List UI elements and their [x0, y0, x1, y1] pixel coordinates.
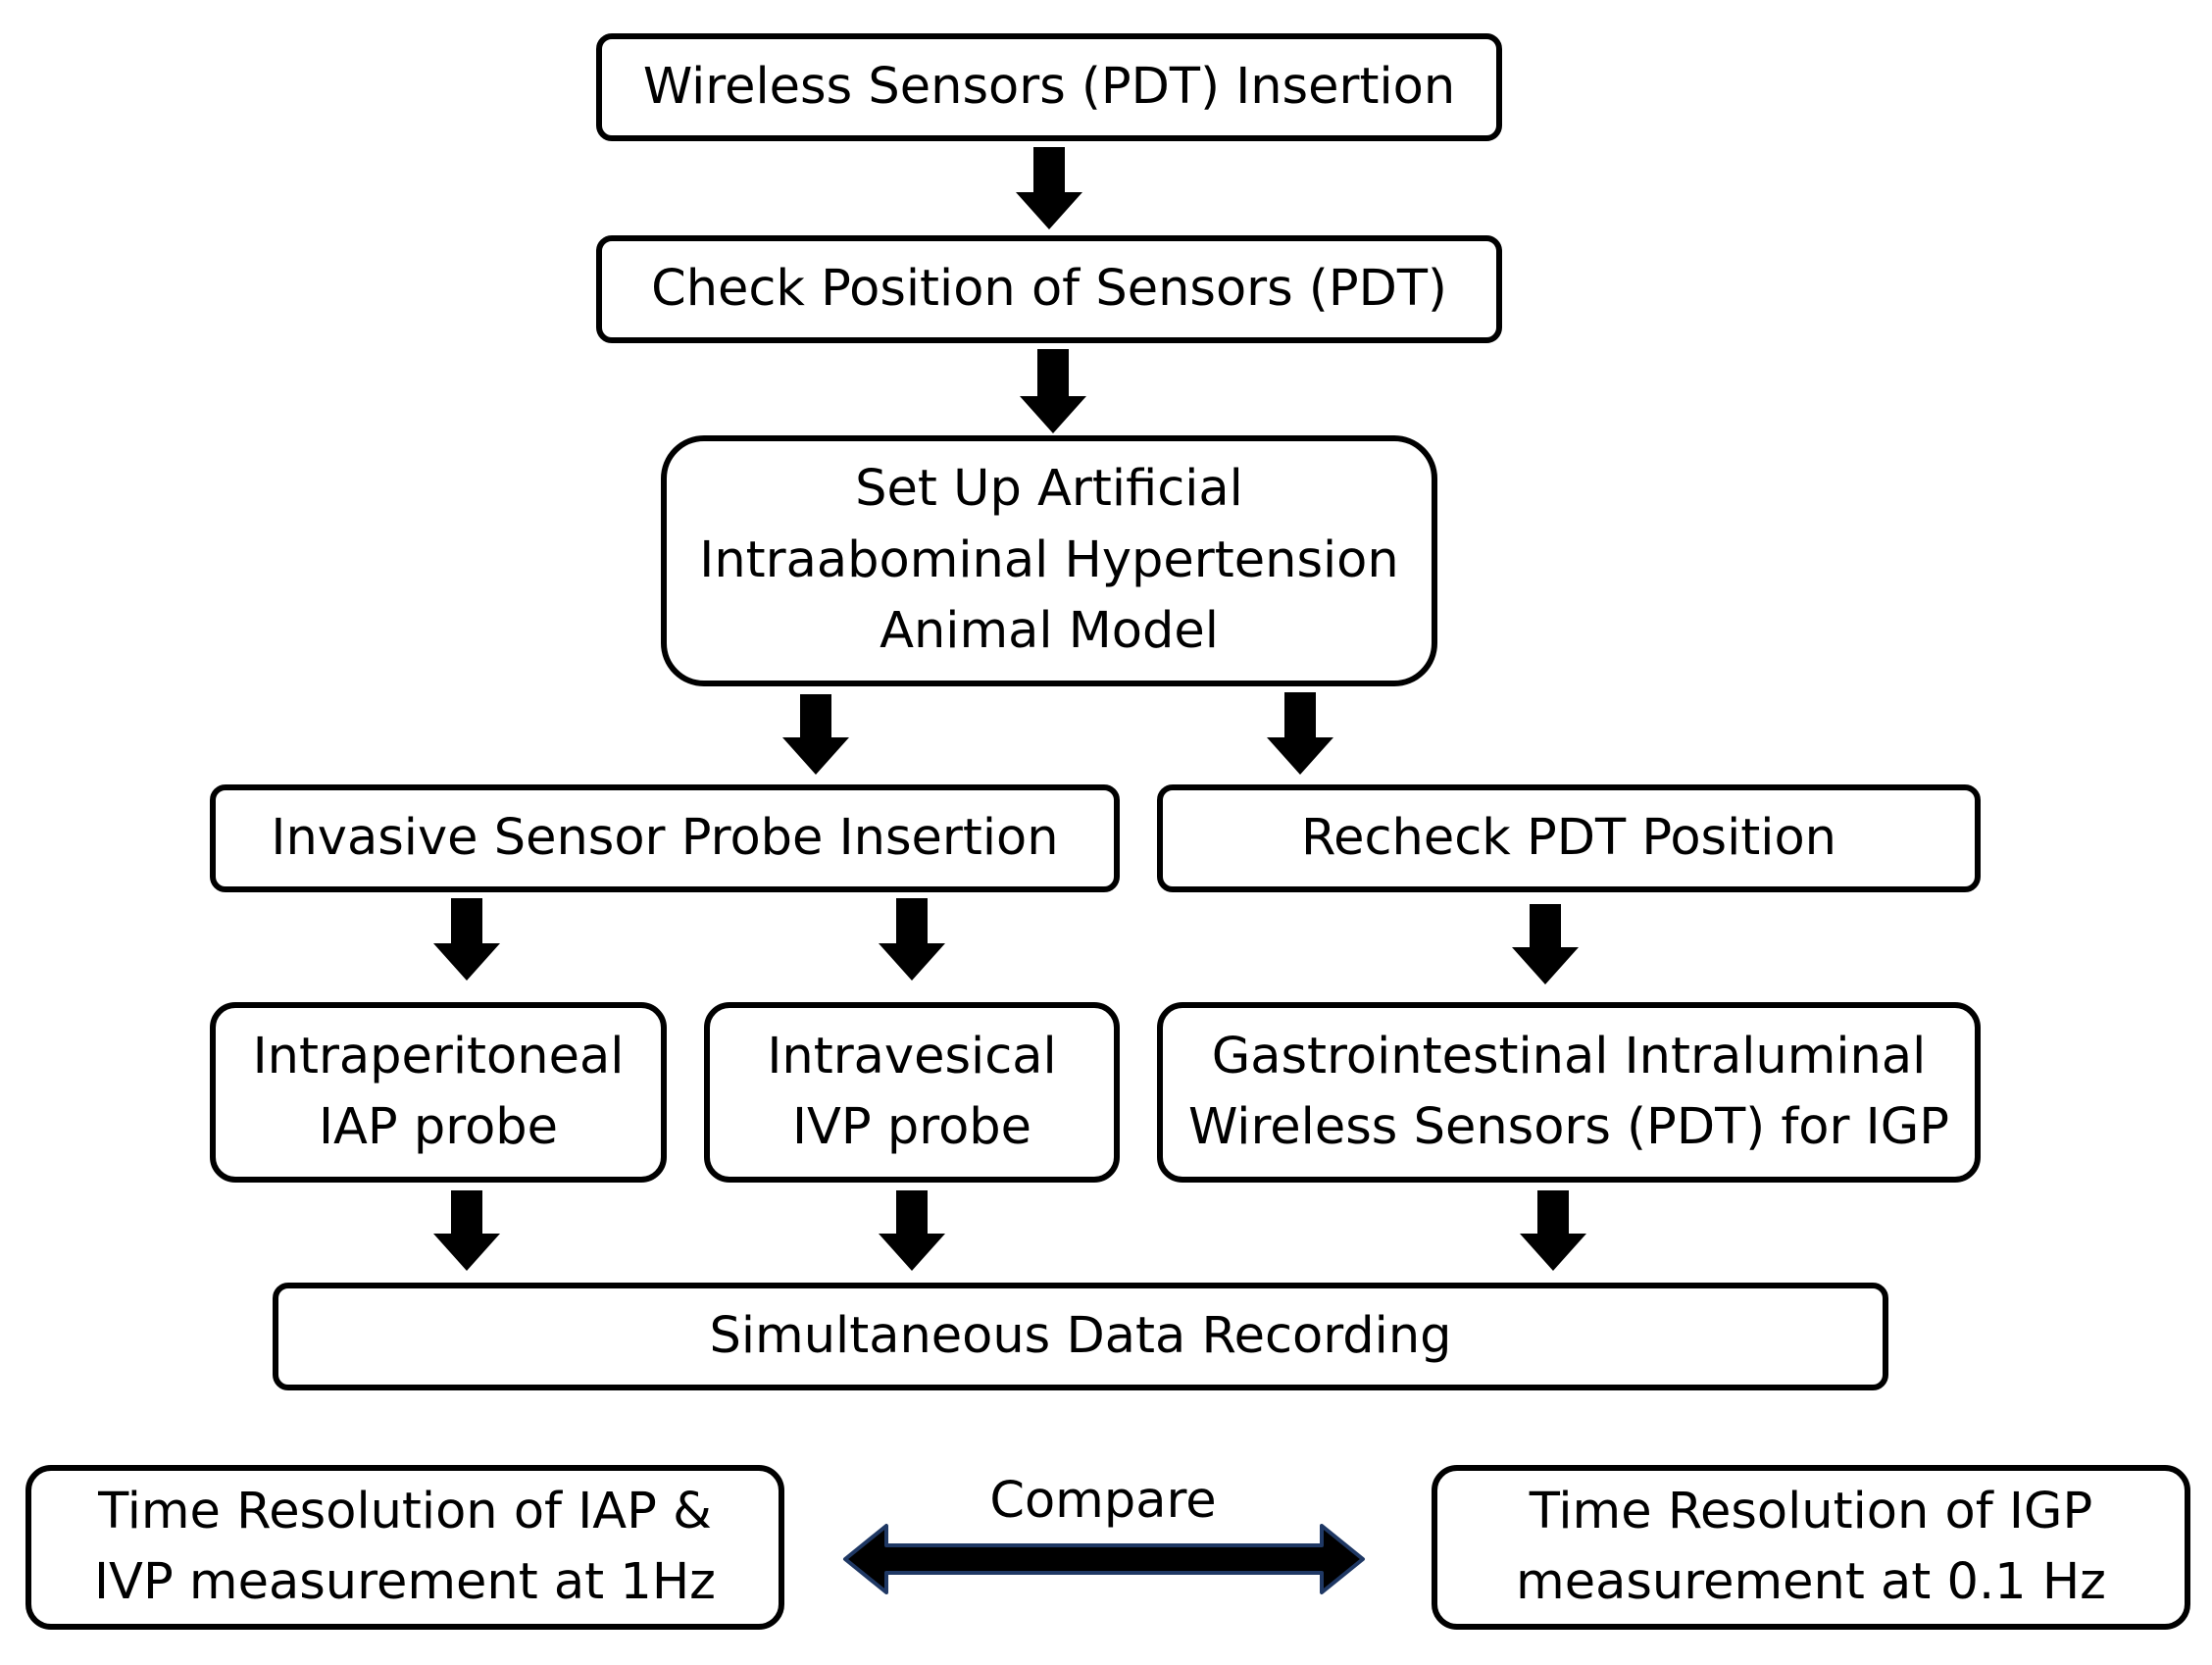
step-ivp-probe-line-2: IVP probe — [791, 1098, 1032, 1156]
step-simultaneous-data-recording-label: Simultaneous Data Recording — [709, 1306, 1452, 1365]
step-iap-probe-line-2: IAP probe — [318, 1098, 559, 1156]
arrow-invasive-to-ivp — [879, 898, 945, 981]
step-ivp-probe-line-1: Intravesical — [767, 1027, 1057, 1085]
step-animal-model-line-3: Animal Model — [880, 602, 1219, 661]
arrow-igp-to-recording — [1520, 1190, 1586, 1271]
step-check-sensor-position-label: Check Position of Sensors (PDT) — [651, 259, 1447, 318]
step-invasive-probe-insertion: Invasive Sensor Probe Insertion — [210, 784, 1120, 892]
arrow-model-to-recheck — [1267, 692, 1333, 775]
result-igp-line-2: measurement at 0.1 Hz — [1516, 1553, 2106, 1611]
arrow-iap-to-recording — [433, 1190, 500, 1271]
step-iap-probe: Intraperitoneal IAP probe — [210, 1002, 667, 1183]
step-animal-model-line-2: Intraabominal Hypertension — [699, 530, 1399, 589]
step-igp-wireless-sensors: Gastrointestinal Intraluminal Wireless S… — [1157, 1002, 1981, 1183]
result-iap-ivp-line-2: IVP measurement at 1Hz — [94, 1553, 716, 1611]
arrow-ivp-to-recording — [879, 1190, 945, 1271]
arrow-check-to-model — [1020, 349, 1086, 433]
result-igp-line-1: Time Resolution of IGP — [1529, 1482, 2093, 1540]
arrow-recheck-to-igp — [1512, 904, 1579, 984]
arrow-invasive-to-iap — [433, 898, 500, 981]
arrow-insertion-to-check — [1016, 147, 1082, 229]
step-igp-wireless-sensors-line-2: Wireless Sensors (PDT) for IGP — [1187, 1098, 1950, 1156]
step-animal-model-setup: Set Up Artificial Intraabominal Hyperten… — [661, 435, 1437, 686]
arrow-model-to-invasive — [782, 694, 849, 775]
step-wireless-sensor-insertion-label: Wireless Sensors (PDT) Insertion — [642, 57, 1456, 116]
result-iap-ivp-time-resolution: Time Resolution of IAP & IVP measurement… — [25, 1465, 784, 1630]
compare-double-arrow-icon — [843, 1524, 1365, 1594]
result-igp-time-resolution: Time Resolution of IGP measurement at 0.… — [1432, 1465, 2190, 1630]
step-igp-wireless-sensors-line-1: Gastrointestinal Intraluminal — [1211, 1027, 1927, 1085]
step-ivp-probe: Intravesical IVP probe — [704, 1002, 1120, 1183]
result-iap-ivp-line-1: Time Resolution of IAP & — [98, 1482, 712, 1540]
step-iap-probe-line-1: Intraperitoneal — [252, 1027, 625, 1085]
step-simultaneous-data-recording: Simultaneous Data Recording — [273, 1283, 1888, 1390]
step-animal-model-line-1: Set Up Artificial — [855, 460, 1243, 519]
step-recheck-pdt-position: Recheck PDT Position — [1157, 784, 1981, 892]
step-recheck-pdt-position-label: Recheck PDT Position — [1300, 808, 1836, 867]
compare-label: Compare — [989, 1472, 1217, 1530]
step-wireless-sensor-insertion: Wireless Sensors (PDT) Insertion — [596, 33, 1502, 141]
step-invasive-probe-insertion-label: Invasive Sensor Probe Insertion — [271, 808, 1059, 867]
step-check-sensor-position: Check Position of Sensors (PDT) — [596, 235, 1502, 343]
